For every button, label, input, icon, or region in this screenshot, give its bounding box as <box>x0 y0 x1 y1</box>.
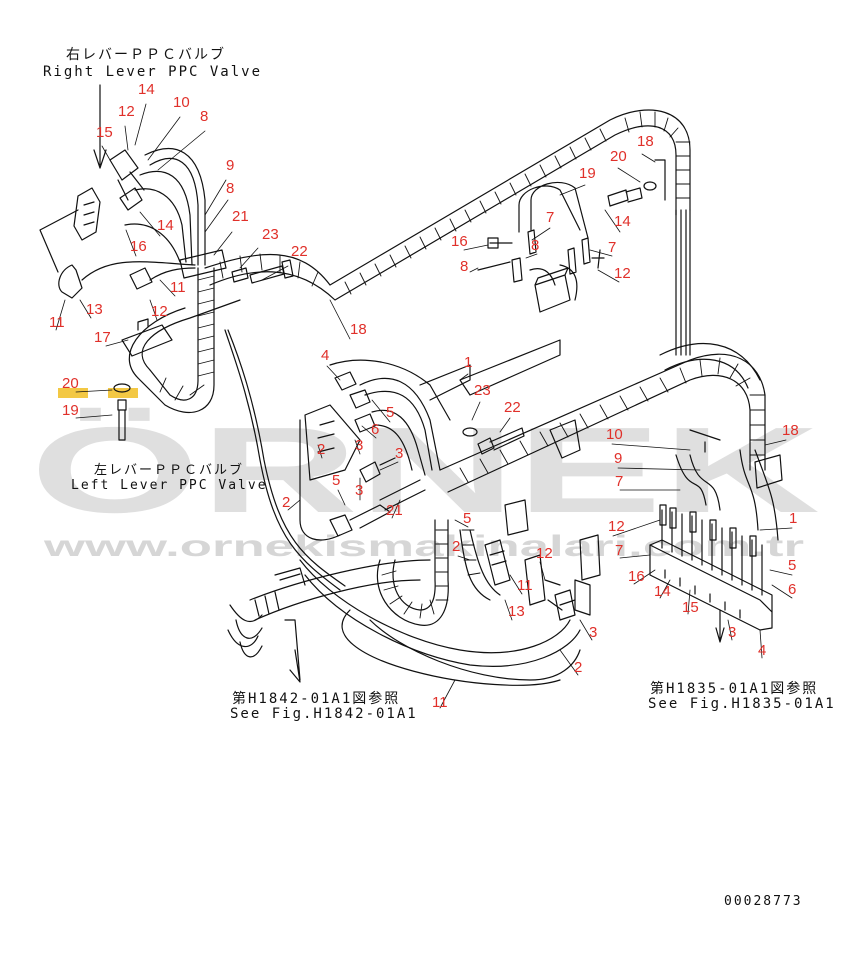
callout-19-19: 19 <box>62 402 79 419</box>
callout-13-14: 13 <box>86 301 103 318</box>
bolt-left <box>113 383 131 441</box>
callout-21-7: 21 <box>232 208 249 225</box>
watermark-url: www.ornekismakinalari.com.tr <box>42 530 804 563</box>
callout-22-11: 22 <box>291 243 308 260</box>
drawing-number: 00028773 <box>724 894 803 909</box>
watermark-accent-left <box>58 388 88 398</box>
callout-9-53: 9 <box>614 450 622 467</box>
callout-1-31: 1 <box>464 354 472 371</box>
callout-12-29: 12 <box>614 265 631 282</box>
callout-3-63: 3 <box>728 624 736 641</box>
callout-10-52: 10 <box>606 426 623 443</box>
callout-3-36: 3 <box>355 437 363 454</box>
callout-8-26: 8 <box>460 258 468 275</box>
callout-3-40: 3 <box>355 482 363 499</box>
callout-17-16: 17 <box>94 329 111 346</box>
right-valve-caption-jp: 右レバーＰＰＣバルブ <box>66 47 226 63</box>
callout-5-43: 5 <box>463 510 471 527</box>
reference-caption-1-jp: 第H1842-01A1図参照 <box>232 691 401 707</box>
callout-2-49: 2 <box>574 659 582 676</box>
right-valve-caption-en: Right Lever PPC Valve <box>43 64 263 80</box>
callout-10-3: 10 <box>173 94 190 111</box>
callout-2-41: 2 <box>282 494 290 511</box>
callout-20-21: 20 <box>610 148 627 165</box>
callout-2-37: 2 <box>317 441 325 458</box>
upper-manifold <box>477 159 666 313</box>
callout-20-18: 20 <box>62 375 79 392</box>
callout-12-56: 12 <box>608 518 625 535</box>
callout-19-22: 19 <box>579 165 596 182</box>
lower-right-sleeve <box>439 339 766 493</box>
callout-7-54: 7 <box>615 473 623 490</box>
callout-12-1: 12 <box>118 103 135 120</box>
reference-caption-1-en: See Fig.H1842-01A1 <box>230 706 418 722</box>
callout-8-25: 8 <box>531 237 539 254</box>
callout-11-12: 11 <box>170 279 186 296</box>
left-vertical-sleeve <box>121 267 241 413</box>
callout-8-6: 8 <box>226 180 234 197</box>
callout-14-61: 14 <box>654 583 671 600</box>
watermark-accent-right <box>108 388 138 398</box>
left-valve-caption-en: Left Lever PPC Valve <box>71 478 268 493</box>
callout-8-4: 8 <box>200 108 208 125</box>
callout-4-30: 4 <box>321 347 329 364</box>
callout-7-23: 7 <box>546 209 554 226</box>
callout-7-57: 7 <box>615 542 623 559</box>
callout-23-10: 23 <box>262 226 279 243</box>
callout-16-24: 16 <box>451 233 468 250</box>
bolt-center <box>462 427 525 455</box>
right-valve-assembly <box>39 84 294 299</box>
callout-5-34: 5 <box>386 404 394 421</box>
callout-14-27: 14 <box>614 213 631 230</box>
callout-14-8: 14 <box>157 217 174 234</box>
reference-caption-2-en: See Fig.H1835-01A1 <box>648 696 836 712</box>
callout-3-38: 3 <box>395 445 403 462</box>
left-valve-caption-jp: 左レバーＰＰＣバルブ <box>94 463 245 478</box>
callout-15-0: 15 <box>96 124 113 141</box>
callout-6-60: 6 <box>788 581 796 598</box>
callout-13-47: 13 <box>508 603 525 620</box>
reference-caption-2-jp: 第H1835-01A1図参照 <box>650 681 819 697</box>
callout-4-64: 4 <box>758 642 766 659</box>
upper-sleeve <box>204 109 691 356</box>
lower-harness <box>227 559 581 686</box>
callout-23-32: 23 <box>474 382 491 399</box>
callout-16-9: 16 <box>130 238 147 255</box>
thin-tube <box>224 329 341 591</box>
callout-21-42: 21 <box>386 502 403 519</box>
callout-18-17: 18 <box>350 321 367 338</box>
callout-12-45: 12 <box>536 545 553 562</box>
callout-3-48: 3 <box>589 624 597 641</box>
callout-7-28: 7 <box>608 239 616 256</box>
callout-18-51: 18 <box>782 422 799 439</box>
callout-14-2: 14 <box>138 81 155 98</box>
callout-6-35: 6 <box>371 421 379 438</box>
callout-11-50: 11 <box>432 694 448 711</box>
callout-16-59: 16 <box>628 568 645 585</box>
callout-11-46: 11 <box>517 577 533 594</box>
callout-15-62: 15 <box>682 599 699 616</box>
callout-12-13: 12 <box>151 303 168 320</box>
callout-5-58: 5 <box>788 557 796 574</box>
callout-5-39: 5 <box>332 472 340 489</box>
line-art <box>39 84 793 709</box>
leader-lines <box>55 103 793 709</box>
callout-1-55: 1 <box>789 510 797 527</box>
center-sleeve <box>376 499 601 626</box>
callout-2-44: 2 <box>452 538 460 555</box>
callout-22-33: 22 <box>504 399 521 416</box>
left-valve-assembly <box>299 359 471 541</box>
callout-9-5: 9 <box>226 157 234 174</box>
callout-18-20: 18 <box>637 133 654 150</box>
right-manifold <box>649 429 783 643</box>
callout-11-15: 11 <box>49 314 65 331</box>
